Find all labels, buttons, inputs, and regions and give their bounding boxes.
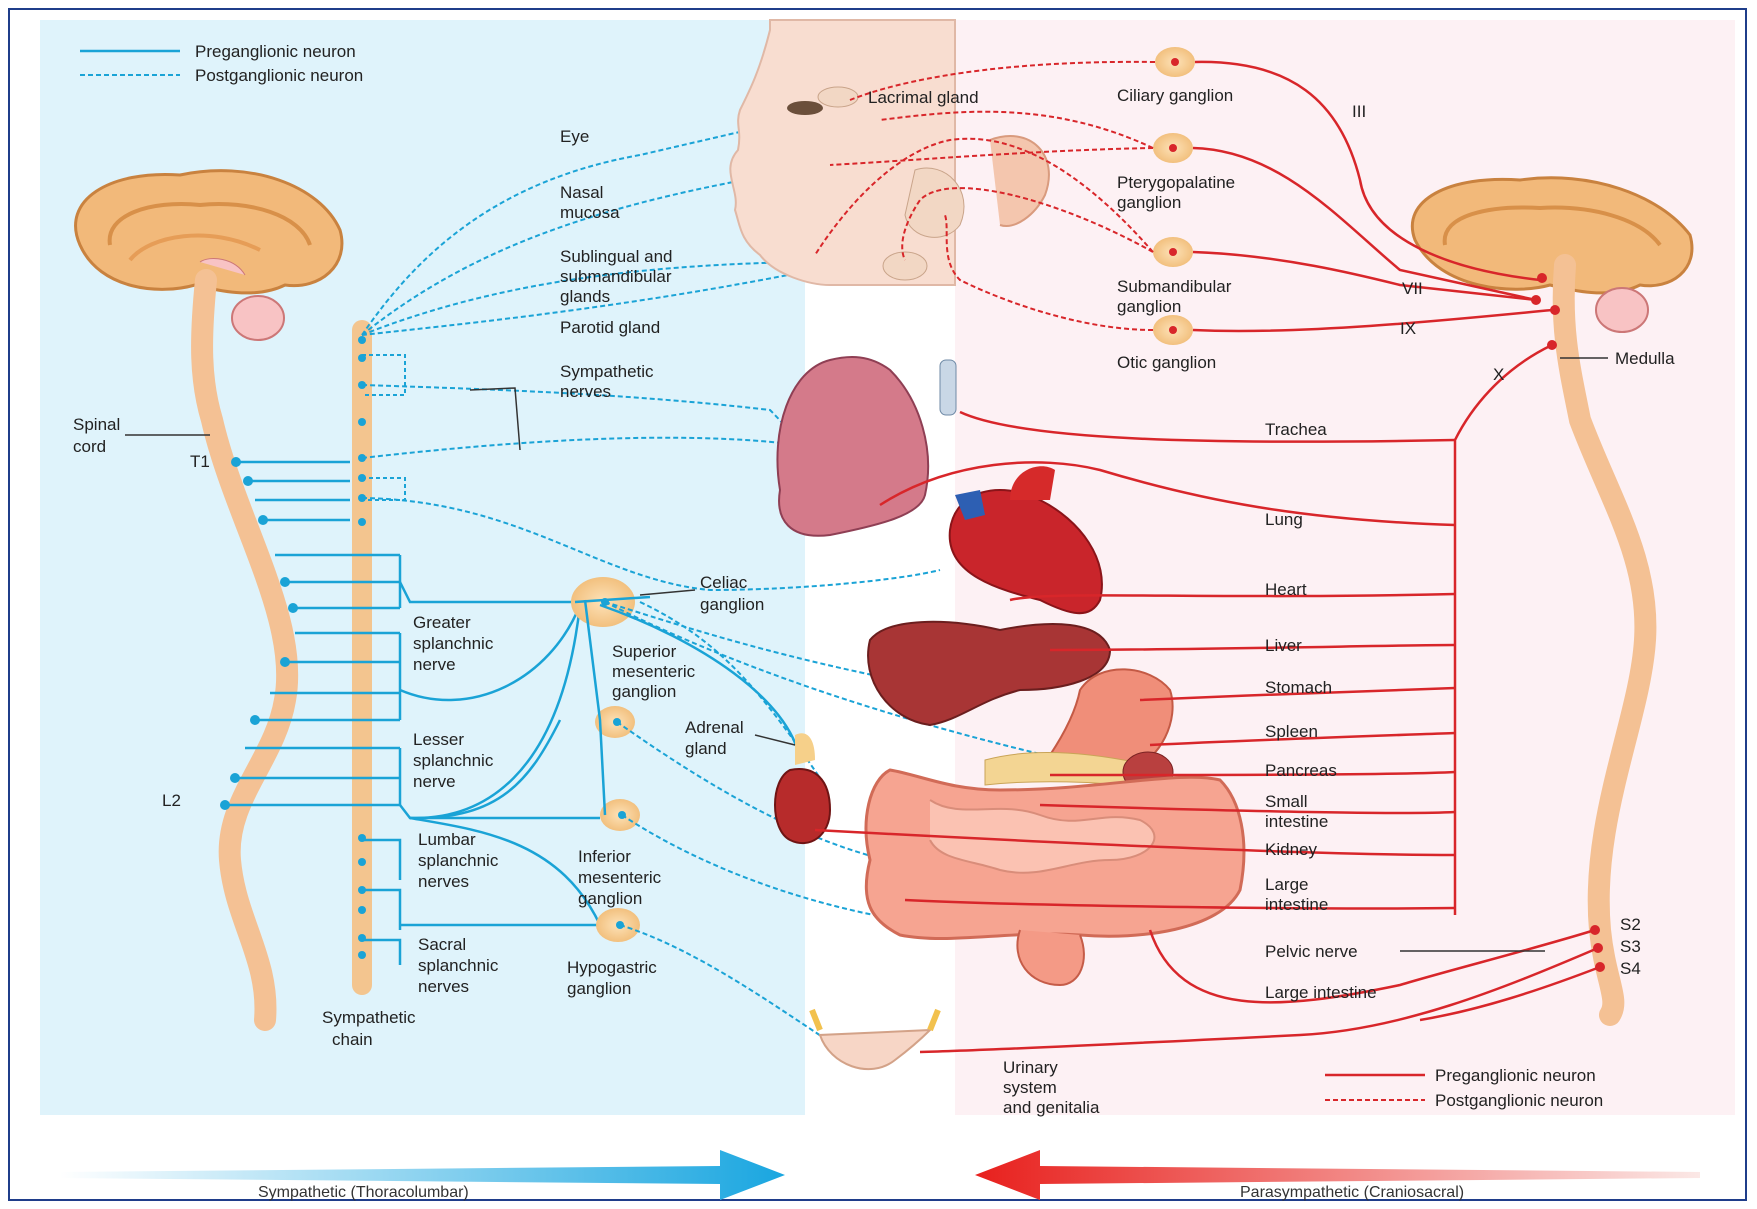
eye-label: Eye (560, 127, 589, 146)
sacral-splanchnic-label-3: nerves (418, 977, 469, 996)
parasympathetic-arrow-label: Parasympathetic (Craniosacral) (1240, 1184, 1464, 1201)
lung-label: Lung (1265, 510, 1303, 529)
legend-post-label-right: Postganglionic neuron (1435, 1091, 1603, 1110)
pterygopalatine-label-2: ganglion (1117, 193, 1181, 212)
nasal-mucosa-label-2: mucosa (560, 203, 620, 222)
cn7-label: VII (1402, 279, 1423, 298)
lumbar-splanchnic-label-1: Lumbar (418, 830, 476, 849)
urinary-label-3: and genitalia (1003, 1098, 1100, 1117)
pancreas-label: Pancreas (1265, 761, 1337, 780)
bladder-organ (820, 1030, 930, 1069)
large-intestine-label-1: Large (1265, 875, 1308, 894)
submandibular-ganglion-label-1: Submandibular (1117, 277, 1232, 296)
celiac-label-2: ganglion (700, 595, 764, 614)
nasal-mucosa-label-1: Nasal (560, 183, 603, 202)
legend-pre-label-right: Preganglionic neuron (1435, 1066, 1596, 1085)
small-intestine-label-1: Small (1265, 792, 1308, 811)
medulla-label: Medulla (1615, 349, 1675, 368)
spinal-cord-label-2: cord (73, 437, 106, 456)
cn3-label: III (1352, 102, 1366, 121)
lesser-splanchnic-label-2: splanchnic (413, 751, 494, 770)
s4-label: S4 (1620, 959, 1641, 978)
parotid-label: Parotid gland (560, 318, 660, 337)
lumbar-splanchnic-label-3: nerves (418, 872, 469, 891)
urinary-label-1: Urinary (1003, 1058, 1058, 1077)
sublingual-label-3: glands (560, 287, 610, 306)
cn9-label: IX (1400, 319, 1416, 338)
submandibular-gland-shape (883, 252, 927, 280)
lumbar-splanchnic-label-2: splanchnic (418, 851, 499, 870)
superior-mesenteric-label-2: mesenteric (612, 662, 696, 681)
ureters (812, 1010, 938, 1030)
sublingual-label-2: submandibular (560, 267, 672, 286)
sacral-splanchnic-label-1: Sacral (418, 935, 466, 954)
hypogastric-label-1: Hypogastric (567, 958, 657, 977)
small-intestine-label-2: intestine (1265, 812, 1328, 831)
adrenal-gland-shape (795, 733, 815, 765)
cn10-label: X (1493, 365, 1504, 384)
superior-mesenteric-label-3: ganglion (612, 682, 676, 701)
otic-label: Otic ganglion (1117, 353, 1216, 372)
eye-shape (787, 101, 823, 115)
lesser-splanchnic-label-3: nerve (413, 772, 456, 791)
l2-label: L2 (162, 791, 181, 810)
large-intestine-label-2: intestine (1265, 895, 1328, 914)
heart-label: Heart (1265, 580, 1307, 599)
sympathetic-chain-label-1: Sympathetic (322, 1008, 416, 1027)
pelvic-nerve-label: Pelvic nerve (1265, 942, 1358, 961)
stomach-label: Stomach (1265, 678, 1332, 697)
spinal-cord-label-1: Spinal (73, 415, 120, 434)
trachea-shape (940, 360, 956, 415)
spleen-label: Spleen (1265, 722, 1318, 741)
inferior-mesenteric-label-3: ganglion (578, 889, 642, 908)
greater-splanchnic-label-2: splanchnic (413, 634, 494, 653)
sympathetic-arrow-label: Sympathetic (Thoracolumbar) (258, 1184, 469, 1201)
lacrimal-gland-shape (818, 87, 858, 107)
lung-organ (777, 357, 956, 536)
ciliary-label: Ciliary ganglion (1117, 86, 1233, 105)
hypogastric-label-2: ganglion (567, 979, 631, 998)
inferior-mesenteric-label-2: mesenteric (578, 868, 662, 887)
left-cerebellum (232, 296, 284, 340)
sympathetic-chain-label-2: chain (332, 1030, 373, 1049)
sympathetic-nerves-label-2: nerves (560, 382, 611, 401)
urinary-label-2: system (1003, 1078, 1057, 1097)
lesser-splanchnic-label-1: Lesser (413, 730, 464, 749)
greater-splanchnic-label-3: nerve (413, 655, 456, 674)
legend-pre-label-left: Preganglionic neuron (195, 42, 356, 61)
lacrimal-label: Lacrimal gland (868, 88, 979, 107)
s2-label: S2 (1620, 915, 1641, 934)
submandibular-ganglion-label-2: ganglion (1117, 297, 1181, 316)
greater-splanchnic-label-1: Greater (413, 613, 471, 632)
right-cerebellum (1596, 288, 1648, 332)
celiac-label-1: Celiac (700, 573, 748, 592)
trachea-label: Trachea (1265, 420, 1327, 439)
pterygopalatine-label-1: Pterygopalatine (1117, 173, 1235, 192)
superior-mesenteric-label-1: Superior (612, 642, 677, 661)
sublingual-label-1: Sublingual and (560, 247, 672, 266)
t1-label: T1 (190, 452, 210, 471)
inferior-mesenteric-label-1: Inferior (578, 847, 631, 866)
sacral-splanchnic-label-2: splanchnic (418, 956, 499, 975)
large-intestine-2-label: Large intestine (1265, 983, 1377, 1002)
kidney-label: Kidney (1265, 840, 1317, 859)
liver-label: Liver (1265, 636, 1302, 655)
sympathetic-nerves-label-1: Sympathetic (560, 362, 654, 381)
s3-label: S3 (1620, 937, 1641, 956)
legend-post-label-left: Postganglionic neuron (195, 66, 363, 85)
adrenal-label-2: gland (685, 739, 727, 758)
adrenal-label-1: Adrenal (685, 718, 744, 737)
